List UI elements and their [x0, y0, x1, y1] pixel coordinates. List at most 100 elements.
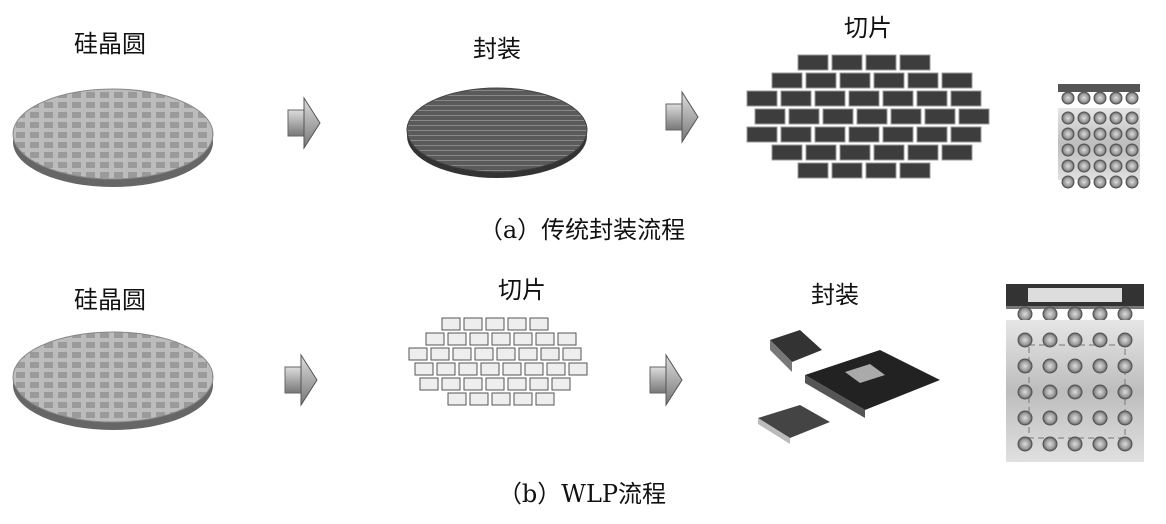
solder-ball [1125, 175, 1139, 189]
die-tile [873, 72, 905, 89]
solder-ball [1092, 436, 1108, 452]
die-tile [771, 72, 803, 89]
solder-ball [1077, 159, 1091, 173]
solder-ball [1061, 91, 1075, 105]
traditional-package-image [1058, 84, 1140, 189]
caption-a: （a）传统封装流程 [479, 216, 685, 244]
die-tile [529, 377, 549, 391]
die-tile [831, 54, 863, 71]
die-tile [907, 72, 939, 89]
die-tile [865, 54, 897, 71]
die-tile [958, 108, 990, 125]
die-tile [848, 90, 880, 107]
solder-ball [1042, 384, 1058, 400]
solder-ball [1109, 159, 1123, 173]
solder-ball [1017, 384, 1033, 400]
die-tile [540, 347, 560, 361]
die-tile [408, 347, 428, 361]
die-tile [814, 90, 846, 107]
die-tile [557, 332, 577, 346]
packaged-chips-image [758, 330, 940, 444]
die-tile [907, 144, 939, 161]
solder-ball [1092, 332, 1108, 348]
arrow-icon [665, 90, 699, 144]
solder-ball [1109, 175, 1123, 189]
die-tile [848, 126, 880, 143]
solder-ball [1061, 175, 1075, 189]
die-tile [797, 162, 829, 179]
solder-ball [1117, 358, 1133, 374]
die-tile [507, 377, 527, 391]
solder-ball [1042, 332, 1058, 348]
solder-ball [1093, 127, 1107, 141]
wafer-a-image [12, 88, 214, 187]
die-tile [546, 362, 566, 376]
solder-ball [1117, 436, 1133, 452]
solder-ball [1093, 175, 1107, 189]
die-tile [916, 90, 948, 107]
die-tile [469, 392, 489, 406]
label-b-wafer: 硅晶圆 [74, 286, 146, 314]
die-tile [485, 317, 505, 331]
die-tile [480, 362, 500, 376]
die-tile [419, 377, 439, 391]
solder-ball [1117, 410, 1133, 426]
die-tile [447, 392, 467, 406]
die-tile [941, 72, 973, 89]
die-tile [524, 362, 544, 376]
die-tile [513, 392, 533, 406]
die-tile [551, 377, 571, 391]
die-tile [882, 126, 914, 143]
die-tile [502, 362, 522, 376]
diced-packaged-chips-image [746, 54, 990, 179]
solder-ball [1017, 358, 1033, 374]
die-tile [865, 162, 897, 179]
solder-ball [1067, 332, 1083, 348]
label-a-packaging: 封装 [473, 35, 521, 63]
wlp-package-image [1006, 284, 1144, 462]
die-tile [463, 377, 483, 391]
arrow-icon [649, 353, 683, 407]
die-tile [941, 144, 973, 161]
die-tile [899, 54, 931, 71]
die-tile [518, 347, 538, 361]
die-tile [839, 144, 871, 161]
die-tile [513, 332, 533, 346]
solder-ball [1092, 410, 1108, 426]
label-a-dicing: 切片 [844, 14, 892, 42]
die-tile [535, 392, 555, 406]
die-tile [463, 317, 483, 331]
solder-ball [1092, 358, 1108, 374]
die-tile [797, 54, 829, 71]
die-tile [805, 72, 837, 89]
die-tile [754, 108, 786, 125]
solder-ball [1109, 127, 1123, 141]
die-tile [780, 90, 812, 107]
solder-ball [1067, 410, 1083, 426]
die-tile [780, 126, 812, 143]
die-tile [873, 144, 905, 161]
die-tile [562, 347, 582, 361]
solder-ball [1125, 111, 1139, 125]
solder-ball [1077, 143, 1091, 157]
die-tile [856, 108, 888, 125]
die-tile [924, 108, 956, 125]
solder-ball [1093, 143, 1107, 157]
die-tile [746, 126, 778, 143]
solder-ball [1125, 91, 1139, 105]
die-tile [746, 90, 778, 107]
solder-ball [1042, 436, 1058, 452]
solder-ball [1092, 384, 1108, 400]
solder-ball [1067, 306, 1083, 322]
solder-ball [1117, 306, 1133, 322]
solder-ball [1109, 111, 1123, 125]
arrow-icon [284, 353, 318, 407]
die-tile [535, 332, 555, 346]
solder-ball [1093, 91, 1107, 105]
solder-ball [1017, 306, 1033, 322]
label-b-packaging: 封装 [811, 281, 859, 309]
die-tile [890, 108, 922, 125]
solder-ball [1117, 332, 1133, 348]
die-tile [491, 392, 511, 406]
solder-ball [1125, 127, 1139, 141]
